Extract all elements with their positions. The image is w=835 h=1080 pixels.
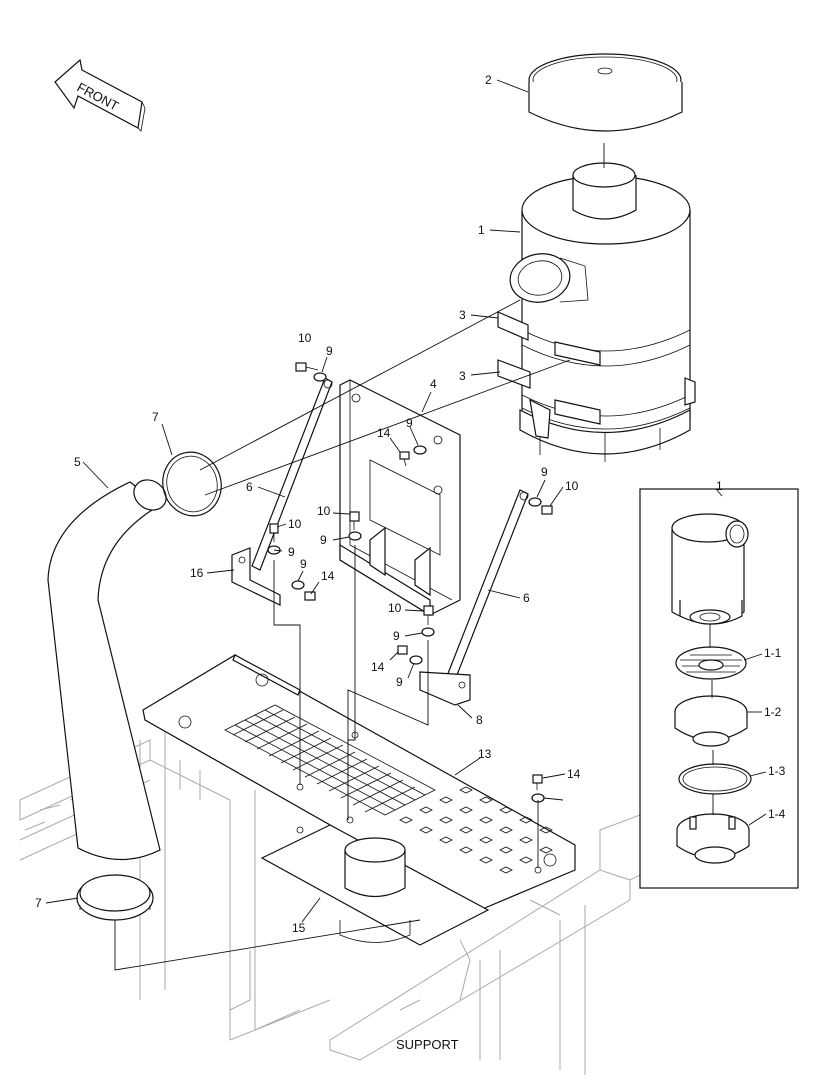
grille bbox=[224, 704, 436, 816]
bracket-16 bbox=[231, 547, 281, 606]
lower-plate bbox=[260, 816, 490, 946]
bolt-10 bbox=[269, 523, 279, 542]
callout-9: 9 bbox=[326, 344, 333, 358]
bolt-10 bbox=[349, 511, 360, 530]
callout-4: 4 bbox=[430, 377, 437, 391]
stay-left bbox=[251, 377, 333, 571]
callout-7: 7 bbox=[152, 410, 159, 424]
detail-inner-element-1-2 bbox=[674, 695, 748, 747]
bracket-8 bbox=[419, 671, 471, 706]
bolt-14 bbox=[397, 645, 408, 655]
callout-8: 8 bbox=[476, 713, 483, 727]
washer-9 bbox=[421, 627, 435, 637]
bolt-14 bbox=[532, 774, 543, 790]
air-cleaner-body bbox=[497, 162, 696, 462]
bolt-14 bbox=[304, 591, 316, 601]
callout-10: 10 bbox=[388, 601, 402, 615]
detail-cup-1-4 bbox=[676, 813, 750, 864]
hose-clamp-upper bbox=[162, 451, 222, 517]
callout-9: 9 bbox=[393, 629, 400, 643]
callout-3: 3 bbox=[459, 308, 466, 322]
detail-filter-element-1-1 bbox=[675, 646, 747, 680]
washer-9 bbox=[528, 497, 542, 507]
callout-9: 9 bbox=[320, 533, 327, 547]
callout-7: 7 bbox=[35, 896, 42, 910]
air-hose bbox=[47, 479, 167, 861]
callout-9: 9 bbox=[288, 545, 295, 559]
mounting-bracket bbox=[339, 379, 461, 617]
callout-1-2: 1-2 bbox=[764, 705, 782, 719]
leader-lines bbox=[45, 79, 566, 923]
washer-9 bbox=[291, 580, 305, 590]
callout-10: 10 bbox=[288, 517, 302, 531]
callout-3: 3 bbox=[459, 369, 466, 383]
callout-1-1: 1-1 bbox=[764, 646, 782, 660]
bolt-10 bbox=[541, 505, 553, 515]
callout-1: 1 bbox=[478, 223, 485, 237]
washer-9 bbox=[409, 655, 423, 665]
callout-14: 14 bbox=[377, 426, 391, 440]
bolt-10 bbox=[423, 605, 434, 625]
hose-clamp-lower bbox=[76, 874, 154, 921]
detail-filter-housing bbox=[671, 513, 749, 625]
callout-9: 9 bbox=[541, 465, 548, 479]
perforations bbox=[399, 786, 553, 874]
air-cleaner-cover bbox=[528, 53, 683, 132]
callout-9: 9 bbox=[300, 557, 307, 571]
callout-9: 9 bbox=[406, 416, 413, 430]
support-frame bbox=[19, 730, 641, 1075]
washer-9 bbox=[348, 531, 362, 541]
callout-15: 15 bbox=[292, 921, 306, 935]
bolt-14 bbox=[399, 451, 410, 467]
callout-6: 6 bbox=[246, 480, 253, 494]
floor-cover-plate bbox=[142, 654, 576, 911]
detail-box bbox=[639, 488, 799, 889]
callout-10: 10 bbox=[565, 479, 579, 493]
callout-6: 6 bbox=[523, 591, 530, 605]
callout-5: 5 bbox=[74, 455, 81, 469]
washer-9 bbox=[413, 445, 427, 455]
assembly-lines bbox=[114, 143, 605, 971]
callout-14: 14 bbox=[371, 660, 385, 674]
callout-1-4: 1-4 bbox=[768, 807, 786, 821]
washer-9 bbox=[313, 372, 327, 382]
callout-10: 10 bbox=[298, 331, 312, 345]
callout-16: 16 bbox=[190, 566, 204, 580]
callout-1-3: 1-3 bbox=[768, 764, 786, 778]
callout-14: 14 bbox=[567, 767, 581, 781]
callouts: 1 2 3 3 4 5 6 6 7 7 8 9 9 9 9 9 9 9 9 10… bbox=[35, 73, 786, 935]
callout-14: 14 bbox=[321, 569, 335, 583]
detail-o-ring-1-3 bbox=[678, 763, 752, 795]
callout-10: 10 bbox=[317, 504, 331, 518]
bolt-10 bbox=[295, 362, 319, 372]
callout-13: 13 bbox=[478, 747, 492, 761]
callout-9: 9 bbox=[396, 675, 403, 689]
front-arrow: FRONT bbox=[54, 58, 146, 132]
support-label: SUPPORT bbox=[396, 1037, 459, 1052]
detail-box-title: 1 bbox=[716, 479, 723, 493]
callout-2: 2 bbox=[485, 73, 492, 87]
